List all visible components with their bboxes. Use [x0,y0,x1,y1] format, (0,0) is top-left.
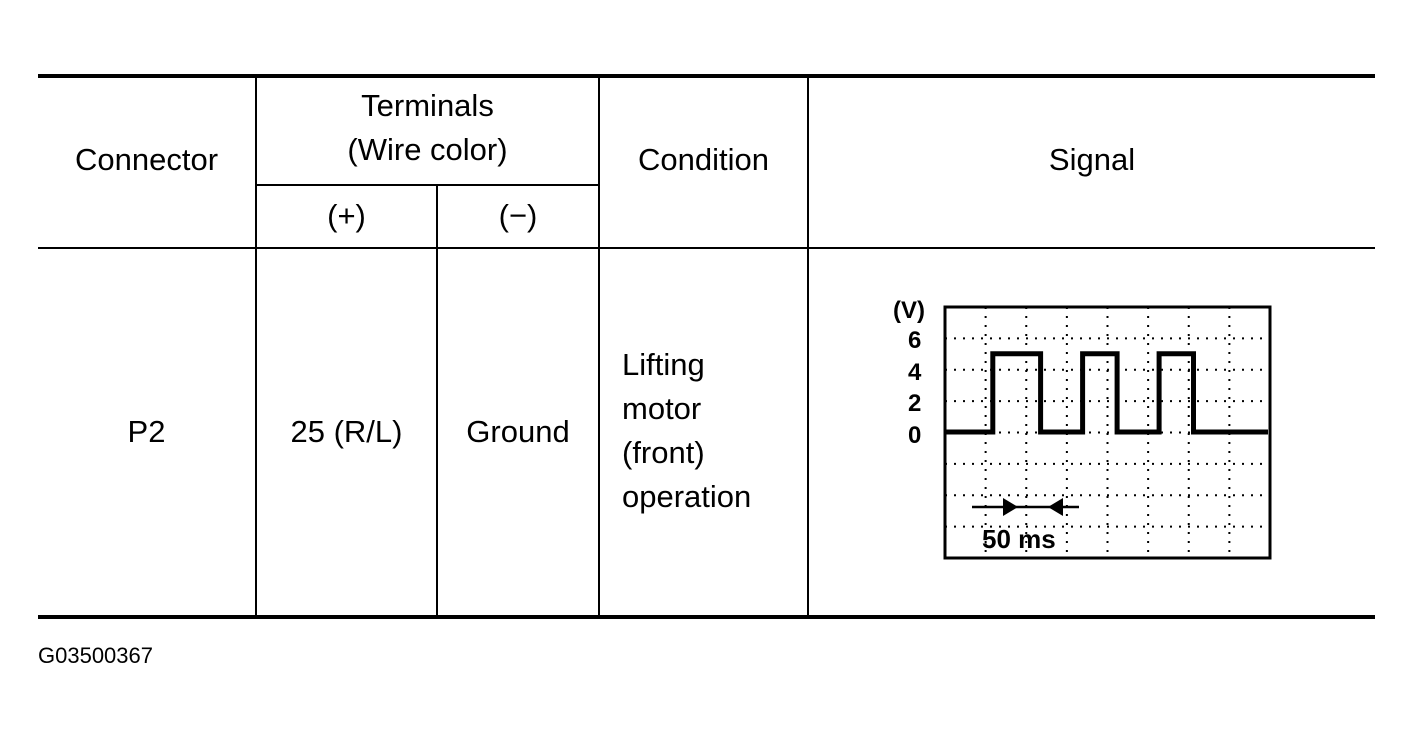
column-divider-terminals [598,78,600,615]
column-divider-plus-minus [436,185,438,615]
y-tick-6: 6 [908,327,921,354]
cell-connector: P2 [127,414,166,449]
cell-condition-line-3: (front) [622,435,705,470]
terminals-subheader-line [256,184,599,186]
header-signal: Signal [1048,142,1136,177]
y-tick-2: 2 [908,390,921,417]
table-bottom-border [38,615,1375,619]
column-divider-connector [255,78,257,615]
header-terminals-line1: Terminals [361,88,494,123]
header-minus: (−) [498,198,538,233]
header-bottom-border [38,247,1375,249]
header-condition: Condition [638,142,769,177]
cell-plus-terminal: 25 (R/L) [290,414,403,449]
table-top-border [38,74,1375,78]
time-span-arrow-right [1003,498,1018,516]
signal-waveform-line [945,351,1268,435]
figure-code: G03500367 [38,643,153,668]
cell-minus-terminal: Ground [466,414,570,449]
header-connector: Connector [74,142,219,177]
time-span-label: 50 ms [982,524,1056,554]
cell-condition-line-1: Lifting [622,347,705,382]
scope-grid [945,307,1270,558]
column-divider-condition [807,78,809,615]
y-unit-label: (V) [893,297,925,324]
cell-condition-line-2: motor [622,391,702,426]
y-tick-4: 4 [908,359,922,386]
header-terminals-line2: (Wire color) [347,132,508,167]
time-span-arrow-left [1048,498,1063,516]
header-plus: (+) [327,198,366,233]
y-tick-0: 0 [908,422,921,449]
cell-condition-line-4: operation [622,479,752,514]
